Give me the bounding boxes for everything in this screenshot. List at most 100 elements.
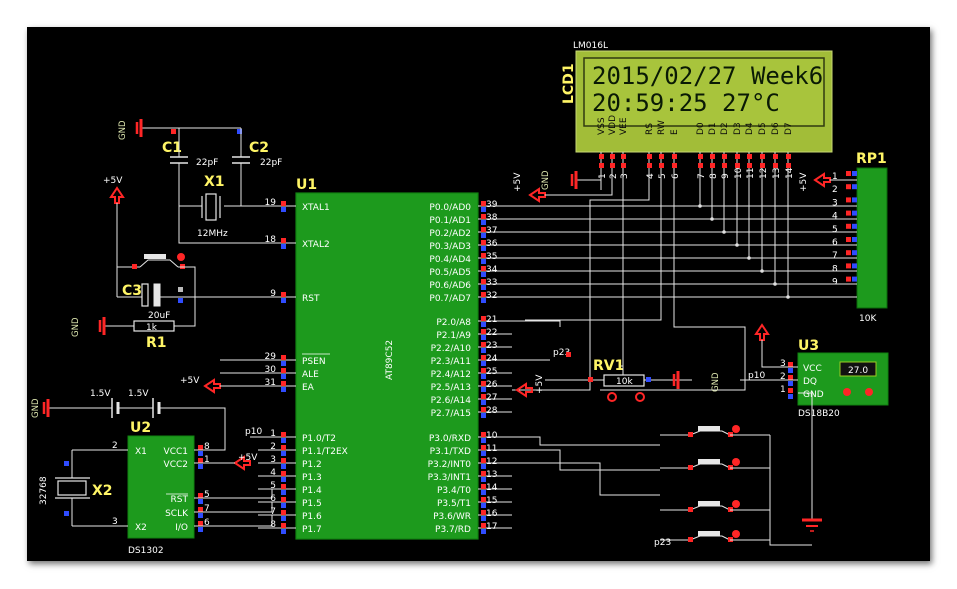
key-indicator — [732, 425, 740, 433]
rp1-ref-label: RP1 — [856, 151, 887, 167]
u1-right-pin-name: P3.7/RD — [435, 525, 471, 535]
key-contact — [689, 505, 731, 511]
u1-pin-marker-b — [281, 464, 286, 469]
lcd-pin-marker-b — [722, 163, 727, 168]
rp1-pin-marker-b — [852, 197, 857, 203]
lcd-vdd-wire — [545, 168, 613, 196]
u1-left-pin-number: 8 — [270, 520, 276, 530]
key-contact — [689, 430, 731, 436]
p0-bus-wire — [512, 168, 776, 285]
p30-key-wire — [512, 436, 660, 446]
u3-pin-marker-b — [788, 381, 793, 386]
lcd-pin-marker-b — [747, 163, 752, 168]
gnd-label-rv: GND — [711, 372, 721, 392]
lcd-pin-label: E — [670, 129, 680, 135]
u2-pin-marker — [198, 493, 203, 498]
ea-vcc-label: +5V — [180, 376, 200, 386]
u1-pin-marker-b — [281, 503, 286, 508]
u1-right-pin-name: P0.6/AD6 — [429, 281, 471, 291]
u1-right-pin-name: P3.3/INT1 — [428, 473, 471, 483]
junction-dot — [722, 230, 726, 234]
u1-pin-marker-b — [481, 298, 486, 303]
r1-ref-label: R1 — [146, 335, 167, 351]
x2-pin-b — [64, 511, 69, 516]
rp1-pin-marker-b — [852, 184, 857, 190]
lcd-pin-marker — [610, 154, 615, 159]
u1-pin-marker — [481, 266, 486, 271]
key-contact — [689, 463, 731, 469]
lcd-pin-number: 14 — [785, 167, 795, 179]
u1-right-pin-name: P0.1/AD1 — [429, 216, 471, 226]
u1-pin-marker-b — [481, 233, 486, 238]
rp1-pin-marker — [846, 184, 851, 190]
u2-ref-label: U2 — [130, 420, 151, 436]
u1-pin-marker-b — [281, 298, 286, 303]
u2-pin-number: 6 — [204, 518, 210, 528]
lcd-vcc-label: +5V — [513, 172, 523, 192]
u3-pin-marker — [788, 362, 793, 367]
rp1-pin-number: 4 — [832, 212, 838, 222]
u1-pin-marker-b — [281, 207, 286, 212]
u1-pin-marker — [481, 458, 486, 463]
u2-pin-marker-b — [198, 451, 203, 456]
lcd-pin-marker-b — [760, 163, 765, 168]
u1-left-pin-number: 3 — [270, 455, 276, 465]
lcd-pin-marker-b — [786, 163, 791, 168]
u2-x1-num: 2 — [112, 441, 118, 451]
lcd-pin-marker-b — [610, 163, 615, 168]
p32-key-wire — [512, 462, 660, 496]
u2-pin-name: SCLK — [165, 509, 189, 519]
u1-pin-marker — [481, 342, 486, 347]
u1-left-pin-name: ALE — [302, 370, 319, 380]
rp1-pin-number: 5 — [832, 225, 838, 235]
u1-pin-marker-b — [481, 400, 486, 405]
u2-body — [127, 435, 195, 539]
u1-left-pin-name: P1.6 — [302, 512, 322, 522]
x1-crystal — [205, 193, 217, 221]
u1-pin-marker-b — [481, 246, 486, 251]
rp1-value-label: 10K — [859, 314, 877, 324]
u1-left-pin-number: 19 — [265, 198, 277, 208]
u1-left-pin-name: P1.0/T2 — [302, 434, 336, 444]
reset-vcc-label: +5V — [103, 176, 123, 186]
u1-right-pin-number: 13 — [486, 470, 497, 480]
key-indicator — [732, 458, 740, 466]
u1-pin-marker-b — [481, 464, 486, 469]
u3-pin-number: 1 — [780, 385, 786, 395]
reset-switch-button — [144, 254, 166, 259]
u1-pin-marker — [481, 407, 486, 412]
lcd-pin-marker-b — [698, 163, 703, 168]
c2-ref-label: C2 — [249, 140, 269, 156]
u3-pin-number: 2 — [780, 372, 786, 382]
rp1-pin-marker — [846, 197, 851, 203]
u1-pin-marker — [481, 484, 486, 489]
u1-pin-marker — [281, 497, 286, 502]
rp1-pin-number: 3 — [832, 198, 838, 208]
key-indicator — [732, 530, 740, 538]
lcd-pin-label: RW — [657, 120, 667, 135]
key-indicator — [732, 500, 740, 508]
u1-right-pin-number: 16 — [486, 509, 498, 519]
lcd-pin-label: D1 — [708, 122, 718, 135]
u1-right-pin-number: 36 — [486, 239, 498, 249]
u1-right-pin-number: 23 — [486, 341, 497, 351]
lcd-pin-marker-b — [647, 163, 652, 168]
key-pin — [688, 465, 693, 470]
u3-pin-name: VCC — [803, 364, 822, 374]
c1-pin-marker — [171, 129, 176, 134]
u1-right-pin-number: 22 — [486, 328, 497, 338]
rp1-vcc-label: +5V — [799, 172, 809, 192]
lcd-pin-marker-b — [659, 163, 664, 168]
c2-lead-b — [224, 163, 242, 207]
u1-right-pin-name: P0.2/AD2 — [429, 229, 471, 239]
u3-pin-marker-b — [788, 368, 793, 373]
u1-left-pin-name: P1.1/T2EX — [302, 447, 348, 457]
lcd-pin-marker — [672, 154, 677, 159]
lcd-rs-wire — [512, 168, 650, 391]
junction-dot — [710, 217, 714, 221]
u1-right-pin-name: P0.0/AD0 — [429, 203, 471, 213]
u1-pin-marker-b — [281, 387, 286, 392]
rp1-pin-marker-b — [852, 237, 857, 242]
lcd-vss-wire — [590, 168, 602, 181]
lcd-pin-label: VDD — [608, 115, 618, 135]
